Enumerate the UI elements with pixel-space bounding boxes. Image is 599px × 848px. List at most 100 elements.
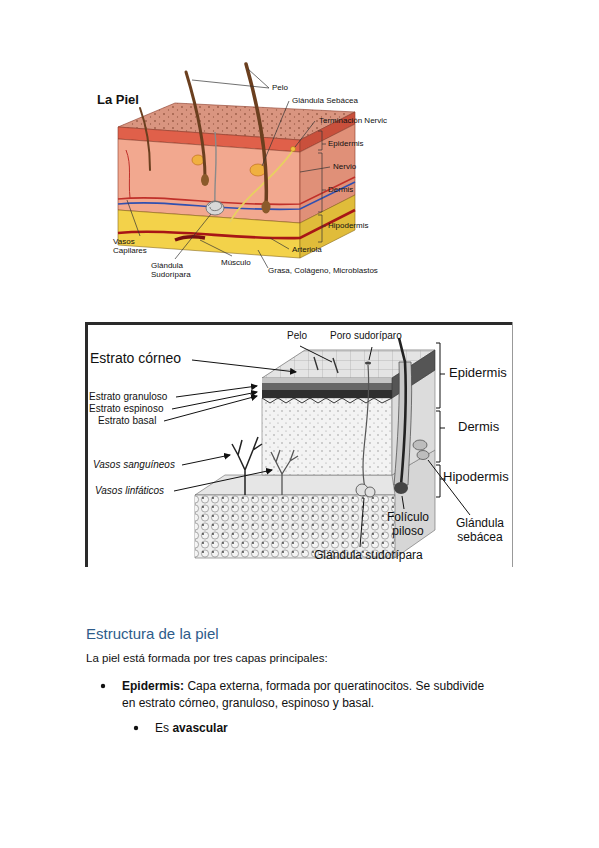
sweat-duct [215, 132, 216, 206]
hair-bulb [394, 482, 408, 494]
dermis-stipple [262, 398, 392, 475]
part-label: Hipodermis [328, 221, 368, 230]
dermal-papillae [262, 398, 392, 403]
sweat-duct [363, 365, 369, 488]
figure-title: La Piel [97, 93, 139, 108]
leader-arrow [172, 392, 257, 409]
part-label: Dermis [328, 185, 353, 194]
arteriole-vessel [118, 210, 355, 238]
leader-line [192, 80, 269, 88]
part-label: Músculo [221, 258, 251, 267]
frame-border [85, 322, 88, 567]
bold-term: Epidermis: [122, 679, 184, 693]
skin-figure-color [118, 64, 355, 268]
leader-arrow [176, 386, 257, 397]
part-label: Grasa, Colágeno, Microblastos [268, 266, 378, 275]
part-label: Epidermis [449, 366, 507, 381]
leader-arrow [174, 470, 272, 491]
part-label: Pelo [287, 330, 307, 342]
part-label: Dermis [458, 420, 499, 435]
part-label: Glándula Sebácea [292, 96, 358, 105]
sweat-gland-coil [365, 487, 375, 497]
bold-term: avascular [172, 721, 227, 735]
section-heading: Estructura de la piel [86, 625, 219, 642]
list-bullet [101, 684, 105, 688]
layer-bracket [318, 153, 326, 212]
part-label: Estrato basal [98, 415, 156, 427]
leader-line [295, 121, 315, 147]
leader-arrow [164, 396, 257, 421]
sebaceous-gland [417, 451, 429, 460]
part-label: Nervio [333, 162, 356, 171]
blood-vessel-tree [232, 437, 262, 495]
part-label: Glándula Sudorípara [151, 261, 199, 279]
part-label: Arteriola [292, 245, 322, 254]
sebaceous-gland [413, 440, 427, 450]
epidermis-side [392, 350, 435, 398]
part-label: Epidermis [328, 139, 364, 148]
hair-bulb [201, 174, 209, 186]
leader-arrow [182, 455, 230, 465]
skin-figure-grey [85, 322, 513, 567]
part-label: Vasos Capilares [113, 237, 155, 255]
muscle-fiber [175, 237, 205, 240]
leader-line [248, 69, 269, 88]
nerve-ending [291, 147, 296, 152]
sebaceous-gland [250, 164, 266, 176]
hair-shaft [186, 72, 205, 178]
part-label: Pelo [272, 83, 288, 92]
hair-bulb [262, 201, 271, 214]
sweat-gland-tubule [208, 202, 222, 211]
body-text: La piel está formada por tres capas prin… [86, 652, 328, 665]
leader-line [270, 238, 289, 249]
layer-bracket [436, 343, 445, 408]
layer-bracket [436, 411, 445, 462]
hair-shaft [399, 338, 406, 485]
stratum-corneum [262, 378, 392, 383]
figure-frame [85, 322, 513, 567]
nerve-fiber [230, 150, 293, 222]
body-text: Es [155, 721, 169, 735]
layer-bracket [318, 215, 326, 242]
part-label: Estrato córneo [90, 350, 181, 366]
list-bullet [134, 726, 138, 730]
stratum-spinosum-basale [262, 390, 392, 398]
leader-line [200, 240, 232, 256]
layer-bracket [318, 131, 326, 150]
hair-shaft [140, 108, 150, 170]
leader-line [127, 200, 140, 236]
part-label: Glándula sebácea [449, 517, 511, 545]
part-label: Hipodermis [443, 470, 509, 485]
leader-lines [164, 343, 470, 547]
part-label: Folículo piloso [377, 511, 439, 539]
hair-shaft [246, 64, 266, 205]
part-label: Poro sudoríparo [330, 330, 402, 342]
leader-arrow [192, 360, 296, 372]
part-label: Estrato granuloso [89, 391, 167, 403]
leader-line [262, 101, 289, 166]
leader-line [402, 496, 404, 509]
leader-line [258, 250, 268, 268]
dermis-front [262, 398, 392, 475]
leader-line [300, 346, 332, 362]
lymph-vessel-tree [271, 450, 298, 495]
sweat-gland-coil [206, 201, 224, 215]
part-label: Glándula sudorípara [314, 549, 423, 563]
leader-line [360, 498, 364, 547]
leader-line [300, 167, 330, 172]
frame-border [512, 322, 513, 567]
part-label: Terminación Nervic [319, 116, 387, 125]
sweat-pore [365, 362, 371, 365]
hypodermis-top [195, 475, 420, 495]
part-label: Vasos sanguíneos [93, 459, 175, 471]
frame-border [85, 322, 513, 325]
dermis-layer [118, 139, 300, 223]
leader-line [369, 347, 372, 360]
capillary-blue [118, 182, 355, 209]
capillary-loop [126, 150, 130, 198]
stratum-granulosum [262, 383, 392, 390]
leader-line [428, 460, 470, 515]
list-item: Esavascular [155, 720, 455, 737]
